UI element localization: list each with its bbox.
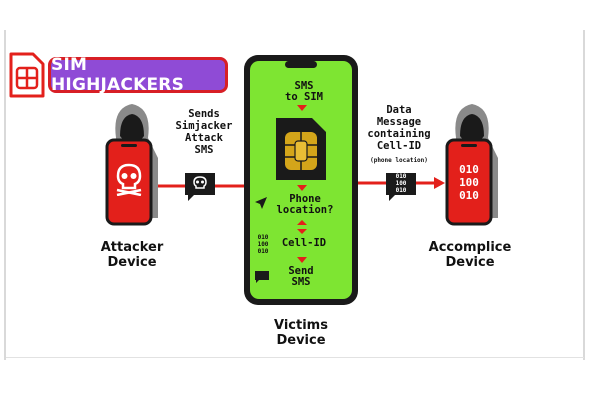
sim-card-icon [9,52,45,98]
sim-chip-icon [276,118,326,180]
skull-bubble [185,173,215,201]
title-text: SIM HIGHJACKERS [51,55,185,95]
step-sms-to-sim: SMS to SIM [285,80,323,103]
chat-bubble-icon [255,271,269,283]
step-double-arrow [297,220,307,234]
bubble-binary: 010 100 010 [395,173,407,194]
step-arrow-2 [297,185,307,191]
left-border [4,30,6,360]
victim-label: Victims Device [274,318,328,348]
attacker-label: Attacker Device [100,240,164,270]
step-phone-location: Phone location? [276,193,334,216]
skull-icon [116,163,142,196]
message-note: (phone location) [370,157,428,164]
attacker-phone [105,138,153,226]
victim-arrow-head [434,177,445,189]
bottom-border [6,357,584,358]
step-send-sms: Send SMS [288,265,314,288]
step-arrow-1 [297,105,307,111]
message-label: Data Message containing Cell-ID [367,104,431,152]
accomplice-phone [445,138,493,226]
step-cell-id: Cell-ID [281,237,327,249]
title-badge: SIM HIGHJACKERS [48,55,228,95]
binary-bubble [386,173,416,201]
right-border [583,30,585,360]
attacker-action-label: Sends Simjacker Attack SMS [175,108,233,156]
step-arrow-3 [297,257,307,263]
accomplice-label: Accomplice Device [428,240,512,270]
victim-binary: 010 100 010 [257,234,269,255]
accomplice-binary: 010 100 010 [459,163,479,202]
location-arrow-icon [255,197,267,209]
